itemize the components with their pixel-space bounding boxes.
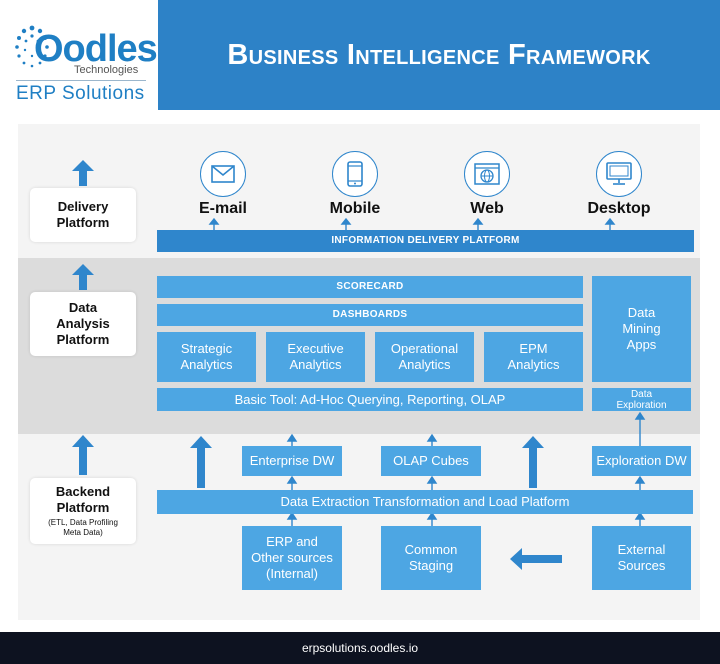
etl-platform-bar: Data Extraction Transformation and Load … xyxy=(157,490,693,514)
exploration-dw-block: Exploration DW xyxy=(592,446,691,476)
backend-note-line2: Meta Data) xyxy=(63,528,103,537)
data-exploration-block: Data Exploration xyxy=(592,388,691,411)
olap-cubes-block: OLAP Cubes xyxy=(381,446,481,476)
mining-line1: Data xyxy=(627,305,656,320)
page-title: Business Intelligence Framework xyxy=(227,38,651,71)
channel-label-mobile: Mobile xyxy=(329,200,381,217)
delivery-title-line1: Delivery xyxy=(57,199,109,214)
backend-note-line1: (ETL, Data Profiling xyxy=(48,518,118,527)
logo-subtitle: Technologies xyxy=(74,64,139,76)
erp-sources-block: ERP and Other sources (Internal) xyxy=(242,526,342,590)
tile-line1: Strategic xyxy=(180,341,233,356)
up-arrow-icon xyxy=(72,264,94,290)
staging-line1: Common xyxy=(404,542,458,557)
logo-divider xyxy=(16,80,146,81)
backend-platform-label: Backend Platform (ETL, Data Profiling Me… xyxy=(30,478,136,544)
strategic-analytics-tile: Strategic Analytics xyxy=(157,332,256,382)
external-sources-block: External Sources xyxy=(592,526,691,590)
globe-browser-icon xyxy=(464,151,510,197)
title-bar xyxy=(158,0,720,110)
basic-tool-bar: Basic Tool: Ad-Hoc Querying, Reporting, … xyxy=(157,388,583,411)
tile-line2: Analytics xyxy=(180,357,233,372)
up-arrow-icon xyxy=(522,436,544,488)
erp-line3: (Internal) xyxy=(265,566,319,581)
tile-line1: Executive xyxy=(287,341,344,356)
analysis-title-line1: Data xyxy=(68,300,98,315)
dashboards-bar: DASHBOARDS xyxy=(157,304,583,326)
channel-label-email: E-mail xyxy=(198,200,247,217)
external-line1: External xyxy=(617,542,666,557)
epm-analytics-tile: EPM Analytics xyxy=(484,332,583,382)
enterprise-dw-block: Enterprise DW xyxy=(242,446,342,476)
backend-title-line1: Backend xyxy=(55,484,111,499)
staging-line2: Staging xyxy=(408,558,454,573)
data-mining-apps-block: Data Mining Apps xyxy=(592,276,691,382)
external-line2: Sources xyxy=(617,558,666,573)
delivery-platform-label: Delivery Platform xyxy=(30,188,136,242)
tile-line2: Analytics xyxy=(289,357,342,372)
envelope-icon xyxy=(200,151,246,197)
backend-title-line2: Platform xyxy=(56,500,110,515)
logo-area xyxy=(0,0,158,110)
tile-line2: Analytics xyxy=(398,357,451,372)
logo-tagline: ERP Solutions xyxy=(16,83,145,104)
delivery-title-line2: Platform xyxy=(56,215,110,230)
mobile-phone-icon xyxy=(332,151,378,197)
tile-line2: Analytics xyxy=(507,357,560,372)
up-arrow-icon xyxy=(190,436,212,488)
exploration-line2: Exploration xyxy=(616,399,667,411)
common-staging-block: Common Staging xyxy=(381,526,481,590)
exploration-line1: Data xyxy=(630,388,653,400)
erp-line2: Other sources xyxy=(251,550,333,565)
channel-label-desktop: Desktop xyxy=(587,200,651,217)
logo-dots-icon xyxy=(15,25,49,68)
scorecard-bar: SCORECARD xyxy=(157,276,583,298)
mining-line3: Apps xyxy=(626,337,657,352)
footer-url: erpsolutions.oodles.io xyxy=(0,632,720,664)
tile-line1: Operational xyxy=(390,341,459,356)
erp-line1: ERP and xyxy=(266,534,318,549)
up-arrow-icon xyxy=(72,435,94,475)
logo-wordmark: Oodles xyxy=(34,28,158,70)
executive-analytics-tile: Executive Analytics xyxy=(266,332,365,382)
data-analysis-platform-label: Data Analysis Platform xyxy=(30,292,136,356)
mining-line2: Mining xyxy=(622,321,661,336)
information-delivery-platform-bar: INFORMATION DELIVERY PLATFORM xyxy=(157,230,694,252)
tile-line1: EPM xyxy=(519,341,548,356)
left-arrow-icon xyxy=(510,548,562,570)
operational-analytics-tile: Operational Analytics xyxy=(375,332,474,382)
desktop-monitor-icon xyxy=(596,151,642,197)
up-arrow-icon xyxy=(72,160,94,186)
analysis-title-line3: Platform xyxy=(56,332,110,347)
channel-label-web: Web xyxy=(470,200,504,217)
analysis-title-line2: Analysis xyxy=(56,316,110,331)
